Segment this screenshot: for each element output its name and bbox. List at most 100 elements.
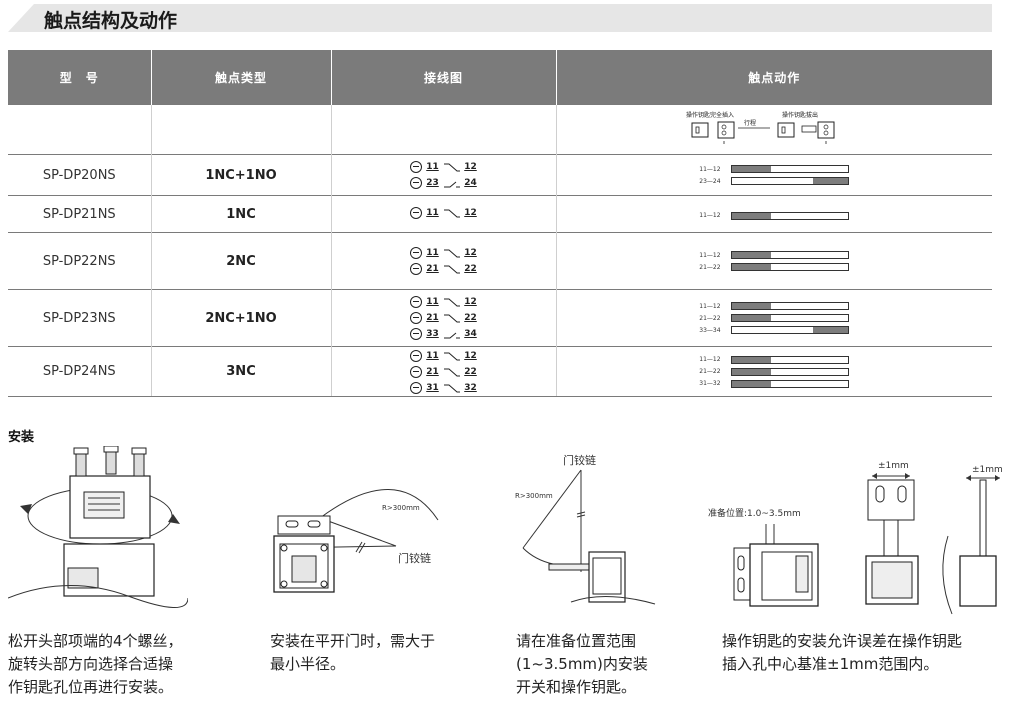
contact-timing-bar bbox=[731, 211, 850, 220]
contact-pair-label: 31—32 bbox=[699, 380, 721, 387]
terminal-number: 12 bbox=[464, 297, 477, 307]
model-cell: SP-DP23NS bbox=[8, 289, 152, 347]
switch-contact-icon bbox=[443, 332, 460, 339]
contact-closed-fill bbox=[732, 303, 771, 309]
terminal-number: 11 bbox=[426, 350, 439, 361]
contact-closed-fill bbox=[732, 264, 771, 270]
header-wiring: 接线图 bbox=[331, 50, 557, 105]
contact-closed-fill bbox=[732, 368, 771, 375]
terminal-number: 31 bbox=[426, 382, 439, 393]
tolerance-figure: 准备位置:1.0~3.5mm ±1mm ±1mm bbox=[708, 461, 1003, 615]
header-contact-type: 触点类型 bbox=[151, 50, 332, 105]
diagram-header-row: 操作钥匙完全插入 操作钥匙拔出 行程 bbox=[8, 104, 992, 155]
contact-action-cell: 11—12 bbox=[556, 195, 992, 233]
contact-step: 11—12 bbox=[699, 354, 850, 366]
terminal-number: 12 bbox=[464, 248, 477, 258]
contact-symbol-icon bbox=[409, 349, 422, 362]
caption-rotate-head: 松开头部项端的4个螺丝， 旋转头部方向选择合适操 作钥匙孔位再进行安装。 bbox=[8, 632, 183, 696]
contact-step: 33—34 bbox=[699, 324, 850, 336]
contact-timing-bar bbox=[731, 302, 850, 310]
hinged-door-figure: R>300mm 门铰链 bbox=[273, 489, 439, 593]
prepare-position-label: 准备位置:1.0~3.5mm bbox=[708, 507, 801, 519]
wiring-cell: 11 12 21 22 31 32 bbox=[331, 346, 557, 397]
model-cell: SP-DP20NS bbox=[8, 154, 152, 196]
contact-pair-label: 23—24 bbox=[699, 177, 721, 185]
contact-timing-bar bbox=[731, 355, 850, 364]
wiring-line: 21 22 bbox=[409, 311, 478, 326]
contact-timing-bar bbox=[731, 263, 850, 271]
terminal-number: 34 bbox=[464, 329, 477, 339]
terminal-number: 21 bbox=[426, 313, 439, 323]
contact-timing-bar bbox=[731, 379, 850, 388]
contact-closed-fill bbox=[813, 327, 849, 333]
terminal-number: 32 bbox=[464, 382, 477, 393]
contact-symbol-icon bbox=[409, 381, 422, 394]
contact-pair-label: 21—22 bbox=[699, 314, 721, 322]
contact-timing-bar bbox=[731, 251, 850, 259]
contact-type-cell: 2NC+1NO bbox=[151, 289, 332, 347]
contact-symbol-icon bbox=[409, 206, 422, 219]
contact-type-cell: 3NC bbox=[151, 346, 332, 397]
hinge-label: 门铰链 bbox=[398, 551, 431, 565]
contact-timing-bar bbox=[731, 367, 850, 376]
caption-hinged-door: 安装在平开门时，需大于 最小半径。 bbox=[270, 632, 436, 673]
contact-pair-label: 11—12 bbox=[699, 251, 721, 259]
contact-closed-fill bbox=[732, 380, 771, 387]
key-inserted-label: 操作钥匙完全插入 bbox=[686, 111, 734, 119]
contact-pair-label: 21—22 bbox=[699, 263, 721, 271]
switch-contact-icon bbox=[443, 314, 460, 323]
switch-contact-icon bbox=[443, 163, 460, 172]
terminal-number: 12 bbox=[464, 207, 477, 218]
model-cell: SP-DP22NS bbox=[8, 232, 152, 290]
section-title: 触点结构及动作 bbox=[44, 10, 178, 32]
contact-table: 型 号 触点类型 接线图 触点动作 操作钥匙完全插入 操作钥匙拔出 行程 bbox=[8, 50, 992, 397]
terminal-number: 21 bbox=[426, 366, 439, 377]
contact-step: 11—12 bbox=[699, 300, 850, 312]
switch-contact-icon bbox=[443, 298, 460, 307]
rotate-head-figure bbox=[8, 446, 188, 608]
terminal-number: 11 bbox=[426, 248, 439, 258]
contact-timing-bar bbox=[731, 326, 850, 334]
model-cell: SP-DP21NS bbox=[8, 195, 152, 233]
contact-closed-fill bbox=[732, 212, 771, 219]
key-removed-label: 操作钥匙拔出 bbox=[782, 111, 818, 119]
model-cell: SP-DP24NS bbox=[8, 346, 152, 397]
contact-timing-bar bbox=[731, 165, 850, 173]
contact-type-cell: 2NC bbox=[151, 232, 332, 290]
section-header: 触点结构及动作 bbox=[8, 4, 992, 32]
contact-symbol-icon bbox=[409, 365, 422, 378]
contact-step: 23—24 bbox=[699, 175, 850, 187]
contact-pair-label: 21—22 bbox=[699, 368, 721, 375]
radius-label: R>300mm bbox=[382, 504, 420, 512]
contact-step: 31—32 bbox=[699, 378, 850, 390]
contact-closed-fill bbox=[732, 356, 771, 363]
contact-timing-bar bbox=[731, 177, 850, 185]
install-title: 安装 bbox=[8, 430, 35, 445]
terminal-number: 12 bbox=[464, 350, 477, 361]
header-slant-decoration bbox=[8, 4, 34, 32]
terminal-number: 21 bbox=[426, 264, 439, 274]
switch-contact-icon bbox=[443, 384, 460, 392]
switch-contact-icon bbox=[443, 265, 460, 274]
terminal-number: 22 bbox=[464, 366, 477, 377]
contact-closed-fill bbox=[732, 166, 771, 172]
wiring-line: 11 12 bbox=[409, 348, 478, 363]
terminal-number: 22 bbox=[464, 313, 477, 323]
contact-step: 21—22 bbox=[699, 366, 850, 378]
contact-pair-label: 11—12 bbox=[699, 165, 721, 173]
contact-closed-fill bbox=[813, 178, 849, 184]
contact-symbol-icon bbox=[409, 296, 422, 308]
